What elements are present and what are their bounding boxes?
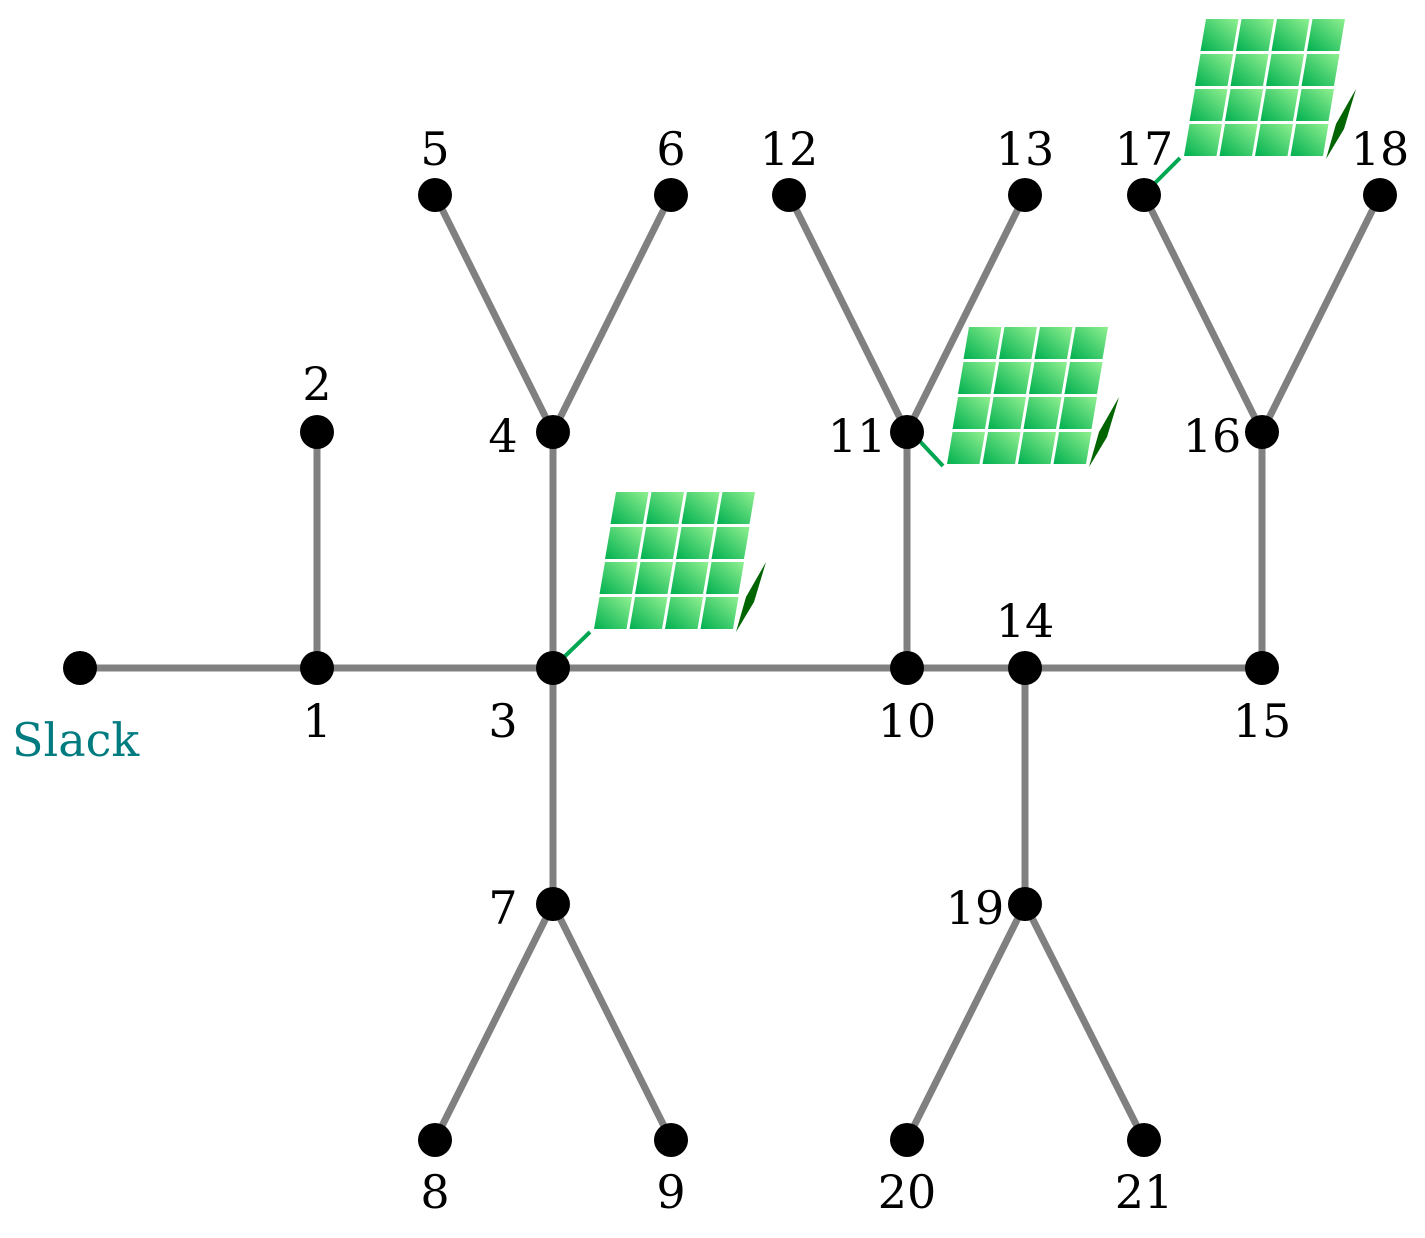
pv-layer bbox=[558, 19, 1356, 663]
bus-node-17 bbox=[1127, 178, 1161, 212]
bus-label-13: 13 bbox=[996, 122, 1055, 176]
bus-node-16 bbox=[1245, 415, 1279, 449]
edge-7-9 bbox=[549, 900, 675, 1144]
bus-label-4: 4 bbox=[488, 409, 517, 463]
bus-label-7: 7 bbox=[488, 881, 517, 935]
bus-node-15 bbox=[1245, 651, 1279, 685]
edge-4-6 bbox=[549, 191, 675, 436]
edge-11-12 bbox=[785, 191, 911, 436]
bus-label-19: 19 bbox=[946, 881, 1005, 935]
edge-16-18 bbox=[1258, 191, 1384, 436]
bus-label-6: 6 bbox=[656, 122, 685, 176]
edge-4-5 bbox=[431, 191, 557, 436]
nodes-layer bbox=[63, 178, 1397, 1157]
edges-layer bbox=[76, 191, 1384, 1144]
bus-node-5 bbox=[418, 178, 452, 212]
bus-node-4 bbox=[536, 415, 570, 449]
bus-label-16: 16 bbox=[1183, 409, 1242, 463]
bus-node-3 bbox=[536, 651, 570, 685]
bus-label-3: 3 bbox=[488, 694, 517, 748]
solar-panel-icon-bus-11 bbox=[913, 327, 1119, 468]
bus-label-17: 17 bbox=[1115, 122, 1174, 176]
bus-label-20: 20 bbox=[878, 1165, 937, 1219]
edge-11-13 bbox=[903, 191, 1029, 436]
bus-node-19 bbox=[1008, 887, 1042, 921]
bus-node-slack bbox=[63, 651, 97, 685]
edge-7-8 bbox=[431, 900, 557, 1144]
bus-node-2 bbox=[300, 415, 334, 449]
bus-node-8 bbox=[418, 1123, 452, 1157]
bus-label-9: 9 bbox=[656, 1165, 685, 1219]
bus-node-14 bbox=[1008, 651, 1042, 685]
bus-label-5: 5 bbox=[420, 122, 449, 176]
bus-node-9 bbox=[654, 1123, 688, 1157]
bus-label-15: 15 bbox=[1233, 694, 1292, 748]
bus-node-21 bbox=[1127, 1123, 1161, 1157]
bus-label-12: 12 bbox=[760, 122, 819, 176]
bus-label-11: 11 bbox=[828, 409, 887, 463]
bus-label-14: 14 bbox=[996, 594, 1055, 648]
bus-node-12 bbox=[772, 178, 806, 212]
bus-node-11 bbox=[890, 415, 924, 449]
bus-node-18 bbox=[1363, 178, 1397, 212]
bus-node-13 bbox=[1008, 178, 1042, 212]
bus-label-21: 21 bbox=[1115, 1165, 1174, 1219]
solar-panel-icon-bus-3 bbox=[558, 492, 766, 663]
bus-label-10: 10 bbox=[878, 694, 937, 748]
bus-label-2: 2 bbox=[302, 357, 331, 411]
edge-19-21 bbox=[1021, 900, 1148, 1144]
edge-16-17 bbox=[1140, 191, 1266, 436]
bus-node-6 bbox=[654, 178, 688, 212]
bus-label-1: 1 bbox=[302, 694, 331, 748]
solar-panel-icon-bus-17 bbox=[1148, 19, 1356, 190]
bus-label-18: 18 bbox=[1351, 122, 1410, 176]
bus-node-7 bbox=[536, 887, 570, 921]
slack-label: Slack bbox=[12, 713, 140, 767]
bus-node-10 bbox=[890, 651, 924, 685]
bus-node-1 bbox=[300, 651, 334, 685]
bus-label-8: 8 bbox=[420, 1165, 449, 1219]
bus-node-20 bbox=[890, 1123, 924, 1157]
edge-19-20 bbox=[903, 900, 1029, 1144]
